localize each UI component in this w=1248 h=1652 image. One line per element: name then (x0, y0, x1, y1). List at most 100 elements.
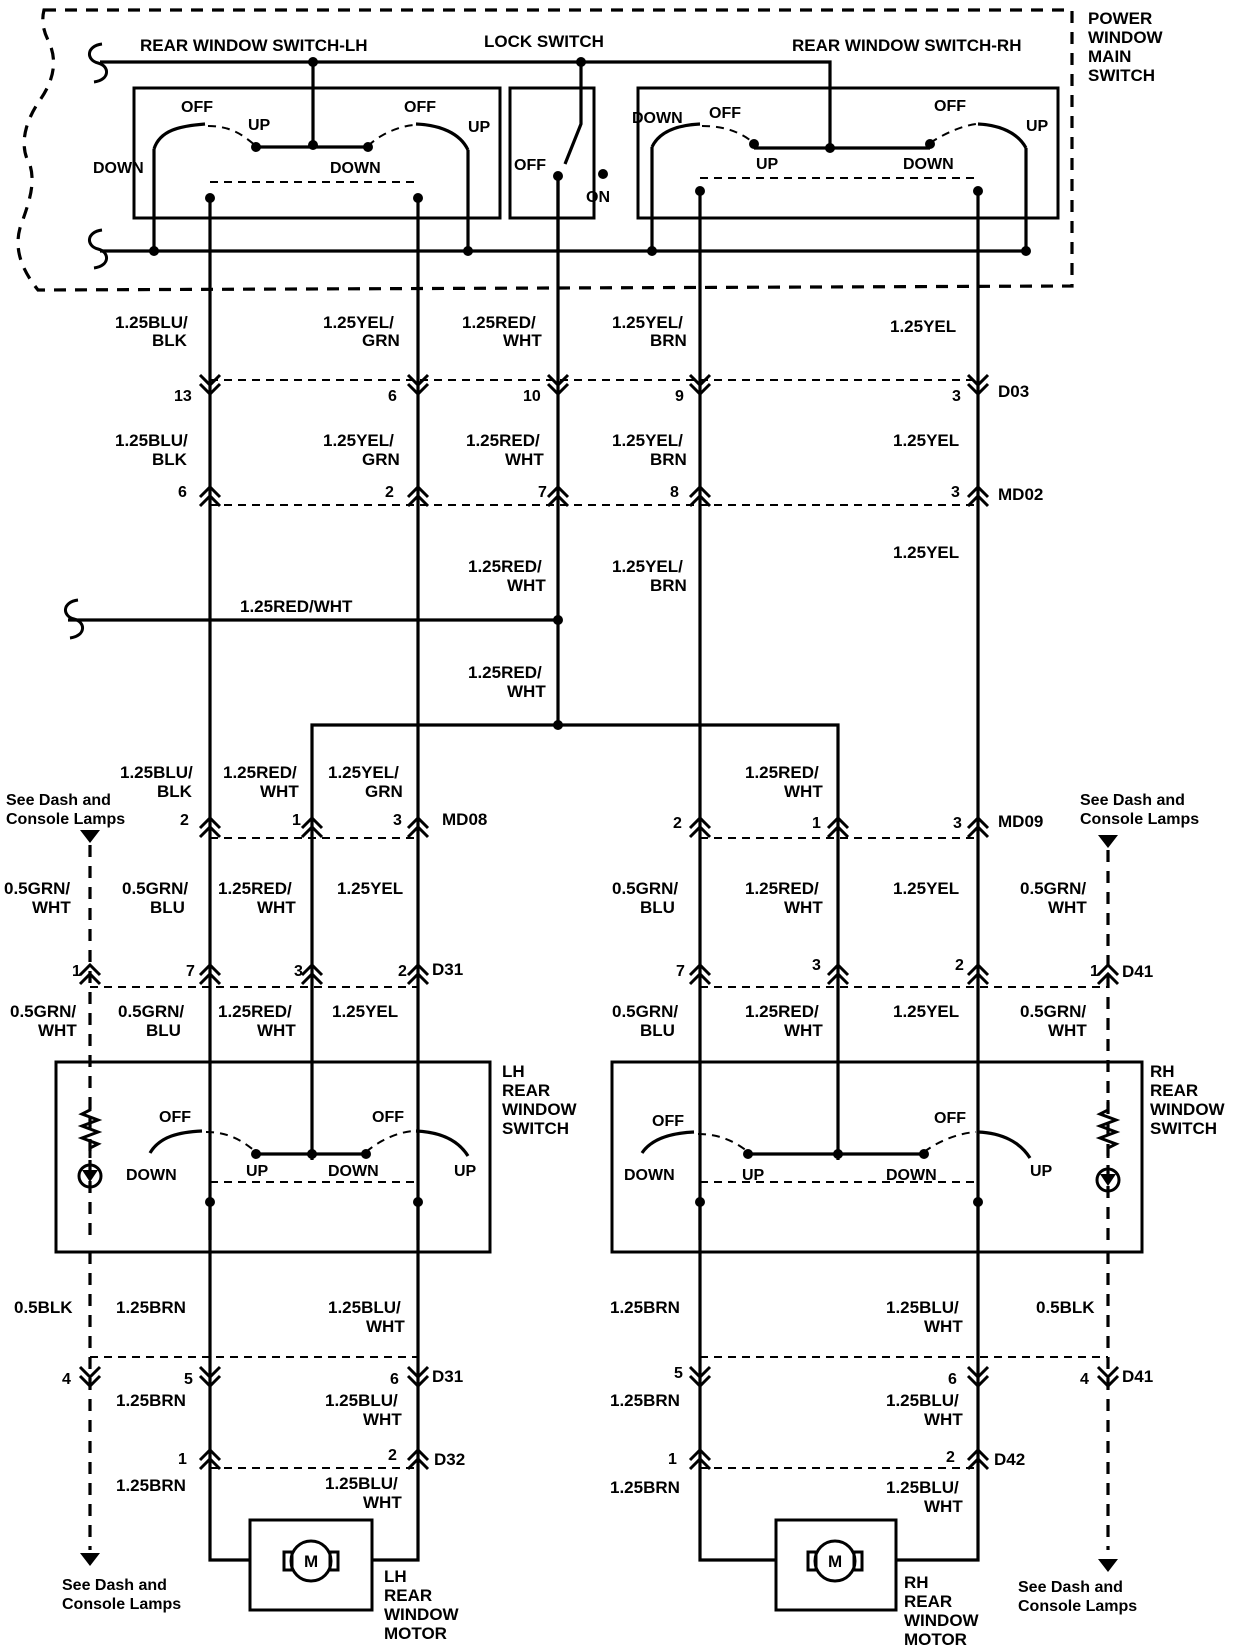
wire-label: 1.25RED/ (466, 431, 540, 450)
wire-label: 1.25RED/ (468, 663, 542, 682)
wire-labels-d03-md02: 1.25BLU/ BLK 1.25YEL/ GRN 1.25RED/ WHT 1… (115, 431, 959, 469)
switch-contact (977, 122, 1028, 149)
pin-number: 6 (388, 388, 397, 405)
pin-number: 10 (523, 388, 541, 405)
rear-window-switch-rh-label: REAR WINDOW SWITCH-RH (792, 36, 1021, 55)
reference-text: Console Lamps (1018, 1598, 1137, 1615)
connector-cavity-chevron (406, 971, 430, 986)
wire-label: 1.25YEL/ (612, 313, 683, 332)
connector-cavity-chevron (688, 1447, 712, 1462)
connector-cavity-chevron (198, 971, 222, 986)
diode-icon (82, 1170, 98, 1182)
wire-label: WHT (257, 898, 296, 917)
wire-label: WHT (257, 1021, 296, 1040)
splice-symbol (64, 598, 84, 640)
connector-cavity-chevron (688, 1456, 712, 1471)
resistor-icon (77, 1100, 103, 1158)
main-switch-title-1: POWER (1088, 9, 1152, 28)
connector-cavity-chevron (1096, 962, 1120, 977)
switch-position-up: UP (1030, 1163, 1053, 1180)
contact-dot (598, 169, 608, 179)
wire-label: 1.25YEL (890, 317, 956, 336)
wire-label: 1.25BRN (610, 1298, 680, 1317)
wire-label: 0.5GRN/ (118, 1002, 184, 1021)
connector-cavity-chevron (78, 1374, 102, 1389)
pin-number: 2 (180, 812, 189, 829)
lock-position-off: OFF (514, 157, 546, 174)
arrow-down-icon (1098, 1559, 1118, 1572)
switch-position-down: DOWN (624, 1167, 675, 1184)
contact-dot (361, 1149, 371, 1159)
switch-position-down: DOWN (632, 110, 683, 127)
wire-labels-upper: 1.25BLU/ BLK 1.25YEL/ GRN 1.25RED/ WHT 1… (115, 313, 956, 350)
lower-wires (80, 1202, 1118, 1572)
switch-contact (977, 1130, 1032, 1159)
connector-cavity-chevron (300, 815, 324, 830)
wire-label: BLU (640, 1021, 675, 1040)
pin-number: 8 (670, 484, 679, 501)
connector-chevrons (78, 373, 1120, 1471)
rh-rear-window-motor: M RH REAR WINDOW MOTOR (774, 1518, 980, 1649)
connector-cavity-chevron (78, 962, 102, 977)
connector-d31-bottom: D31 4 5 6 (62, 1356, 463, 1388)
switch-position-off: OFF (652, 1113, 684, 1130)
pin-number: 6 (390, 1371, 399, 1388)
wire-label: WHT (784, 782, 823, 801)
connector-cavity-chevron (198, 962, 222, 977)
switch-travel (701, 125, 755, 144)
switch-position-off: OFF (159, 1109, 191, 1126)
wire-label: 1.25BLU/ (325, 1474, 398, 1493)
reference-see-dash-rh-bottom: See Dash and Console Lamps (1018, 1579, 1137, 1615)
pin-number: 1 (1090, 963, 1099, 980)
pin-number: 6 (948, 1371, 957, 1388)
lh-motor-title: REAR (384, 1586, 432, 1605)
wire-label: WHT (784, 1021, 823, 1040)
connector-cavity-chevron (406, 382, 430, 397)
switch-contact (148, 1129, 203, 1154)
connector-cavity-chevron (688, 815, 712, 830)
switch-position-down: DOWN (330, 160, 381, 177)
junction-dot (576, 57, 586, 67)
wire-label: 1.25BLU/ (886, 1478, 959, 1497)
reference-text: Console Lamps (1080, 811, 1199, 828)
switch-position-down: DOWN (93, 160, 144, 177)
indicator-lamp-icon (77, 1163, 103, 1189)
reference-text: Console Lamps (62, 1596, 181, 1613)
pin-number: 2 (385, 484, 394, 501)
wire-label: 1.25BLU/ (886, 1298, 959, 1317)
connector-cavity-chevron (546, 484, 570, 499)
connector-cavity-chevron (966, 382, 990, 397)
connector-cavity-chevron (198, 815, 222, 830)
main-switch-title-2: WINDOW (1088, 28, 1164, 47)
wire-label: WHT (503, 331, 542, 350)
connector-label: D32 (434, 1450, 465, 1469)
pin-number: 7 (186, 963, 195, 980)
rh-switch-title: REAR (1150, 1081, 1198, 1100)
wire-labels-md02-md08: 1.25RED/ WHT 1.25YEL/ BRN 1.25YEL 1.25RE… (120, 543, 959, 801)
wire-label: 1.25YEL (893, 543, 959, 562)
wire-label: 1.25YEL/ (612, 431, 683, 450)
motor-icon (289, 1539, 333, 1583)
wire-label: 1.25RED/ (462, 313, 536, 332)
connector-cavity-chevron (966, 1374, 990, 1389)
pin-number: 7 (538, 484, 547, 501)
wire-label: BRN (650, 450, 687, 469)
wire-label: 1.25RED/ (218, 1002, 292, 1021)
rh-rear-window-switch: RH REAR WINDOW SWITCH OFF DOWN UP OFF DO… (610, 1060, 1226, 1254)
wire-label: 1.25YEL/ (323, 313, 394, 332)
connector-cavity-chevron (688, 1374, 712, 1389)
connector-cavity-chevron (966, 1447, 990, 1462)
wire-label: BRN (650, 576, 687, 595)
connector-cavity-chevron (198, 1447, 222, 1462)
connector-label: D31 (432, 1367, 463, 1386)
wire-label: 1.25BRN (116, 1391, 186, 1410)
connector-label: MD02 (998, 485, 1043, 504)
wire-label: GRN (362, 331, 400, 350)
connector-d41-bottom: D41 5 6 4 (674, 1356, 1153, 1388)
contact-dot (919, 1149, 929, 1159)
wire-label: 1.25BLU/ (886, 1391, 959, 1410)
wire-label: 1.25BLU/ (115, 431, 188, 450)
pin-number: 4 (1080, 1371, 1089, 1388)
connector-cavity-chevron (966, 373, 990, 388)
connector-cavity-chevron (406, 484, 430, 499)
